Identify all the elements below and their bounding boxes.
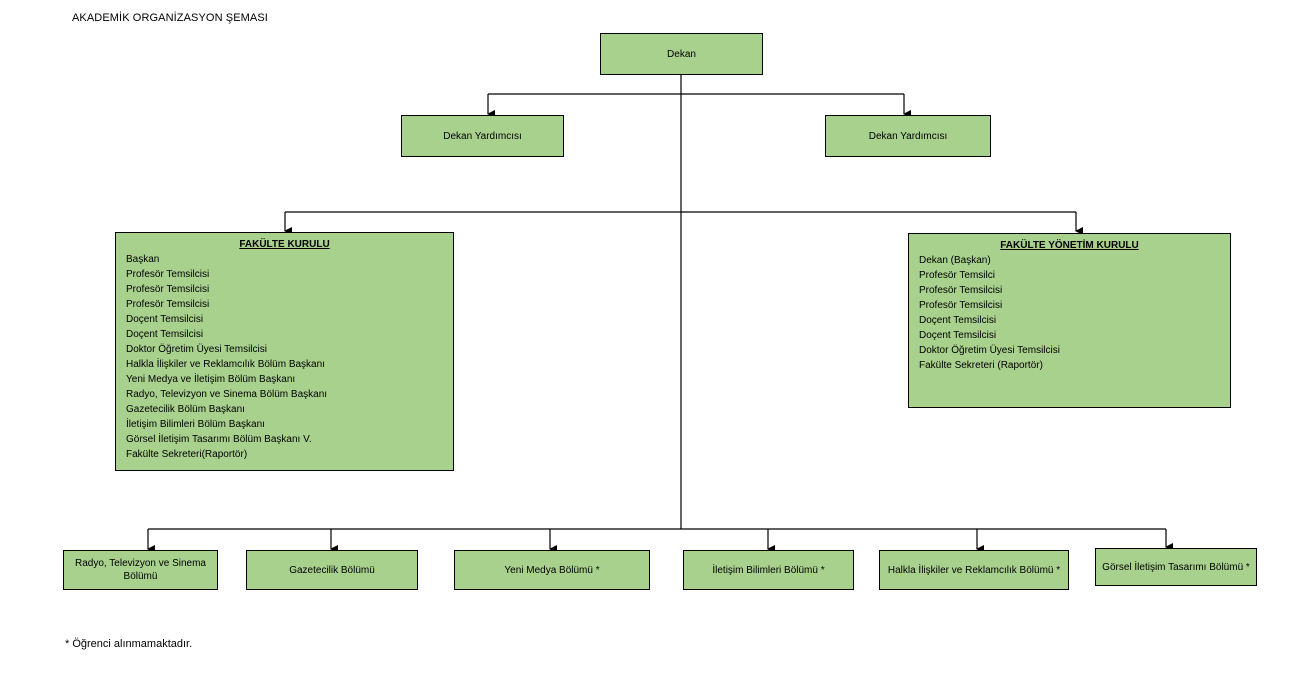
list-item: Gazetecilik Bölüm Başkanı [126, 404, 245, 415]
list-item: Doçent Temsilcisi [126, 314, 204, 325]
department-box: Görsel İletişim Tasarımı Bölümü * [1095, 548, 1257, 586]
vice-dean-label: Dekan Yardımcısı [443, 130, 522, 142]
department-box: İletişim Bilimleri Bölümü * [683, 550, 854, 590]
list-item: Doçent Temsilcisi [126, 329, 204, 340]
list-item: Yeni Medya ve İletişim Bölüm Başkanı [126, 374, 296, 385]
list-item: Profesör Temsilcisi [919, 285, 1003, 296]
list-item: Profesör Temsilcisi [919, 300, 1003, 311]
department-box: Halkla İlişkiler ve Reklamcılık Bölümü * [879, 550, 1069, 590]
list-item: Doçent Temsilcisi [919, 330, 997, 341]
list-item: Doçent Temsilcisi [919, 315, 997, 326]
list-item: İletişim Bilimleri Bölüm Başkanı [126, 419, 265, 430]
list-item: Radyo, Televizyon ve Sinema Bölüm Başkan… [126, 389, 328, 400]
list-item: Fakülte Sekreteri (Raportör) [919, 360, 1043, 371]
page-title: AKADEMİK ORGANİZASYON ŞEMASI [72, 12, 268, 24]
list-item: Fakülte Sekreteri(Raportör) [126, 449, 248, 460]
vice-dean-box-left: Dekan Yardımcısı [401, 115, 564, 157]
list-item: Profesör Temsilci [919, 270, 995, 281]
department-box: Gazetecilik Bölümü [246, 550, 418, 590]
footnote: * Öğrenci alınmamaktadır. [65, 638, 193, 650]
list-item: Dekan (Başkan) [919, 255, 991, 266]
department-label: Gazetecilik Bölümü [289, 564, 375, 576]
list-item: Profesör Temsilcisi [126, 269, 210, 280]
list-item: Görsel İletişim Tasarımı Bölüm Başkanı V… [126, 434, 312, 445]
list-item: Profesör Temsilcisi [126, 284, 210, 295]
faculty-board-panel: FAKÜLTE YÖNETİM KURULU Dekan (Başkan) Pr… [908, 233, 1231, 408]
list-item: Doktor Öğretim Üyesi Temsilcisi [126, 344, 267, 355]
department-label: Yeni Medya Bölümü * [504, 564, 600, 576]
dean-box: Dekan [600, 33, 763, 75]
department-label: Görsel İletişim Tasarımı Bölümü * [1102, 561, 1250, 573]
department-label: İletişim Bilimleri Bölümü * [712, 564, 825, 576]
department-label: Halkla İlişkiler ve Reklamcılık Bölümü * [887, 564, 1061, 576]
vice-dean-box-right: Dekan Yardımcısı [825, 115, 991, 157]
faculty-board-members: Dekan (Başkan) Profesör Temsilci Profesö… [919, 253, 1220, 373]
faculty-council-members: Başkan Profesör Temsilcisi Profesör Tems… [126, 252, 443, 462]
faculty-board-title: FAKÜLTE YÖNETİM KURULU [1000, 240, 1139, 251]
list-item: Halkla İlişkiler ve Reklamcılık Bölüm Ba… [126, 359, 325, 370]
department-box: Radyo, Televizyon ve Sinema Bölümü [63, 550, 218, 590]
list-item: Doktor Öğretim Üyesi Temsilcisi [919, 345, 1060, 356]
department-box: Yeni Medya Bölümü * [454, 550, 650, 590]
department-label: Radyo, Televizyon ve Sinema Bölümü [75, 558, 206, 582]
faculty-council-panel: FAKÜLTE KURULU Başkan Profesör Temsilcis… [115, 232, 454, 471]
list-item: Başkan [126, 254, 160, 265]
faculty-council-title: FAKÜLTE KURULU [239, 239, 330, 250]
list-item: Profesör Temsilcisi [126, 299, 210, 310]
dean-label: Dekan [667, 48, 696, 60]
vice-dean-label: Dekan Yardımcısı [868, 130, 948, 142]
